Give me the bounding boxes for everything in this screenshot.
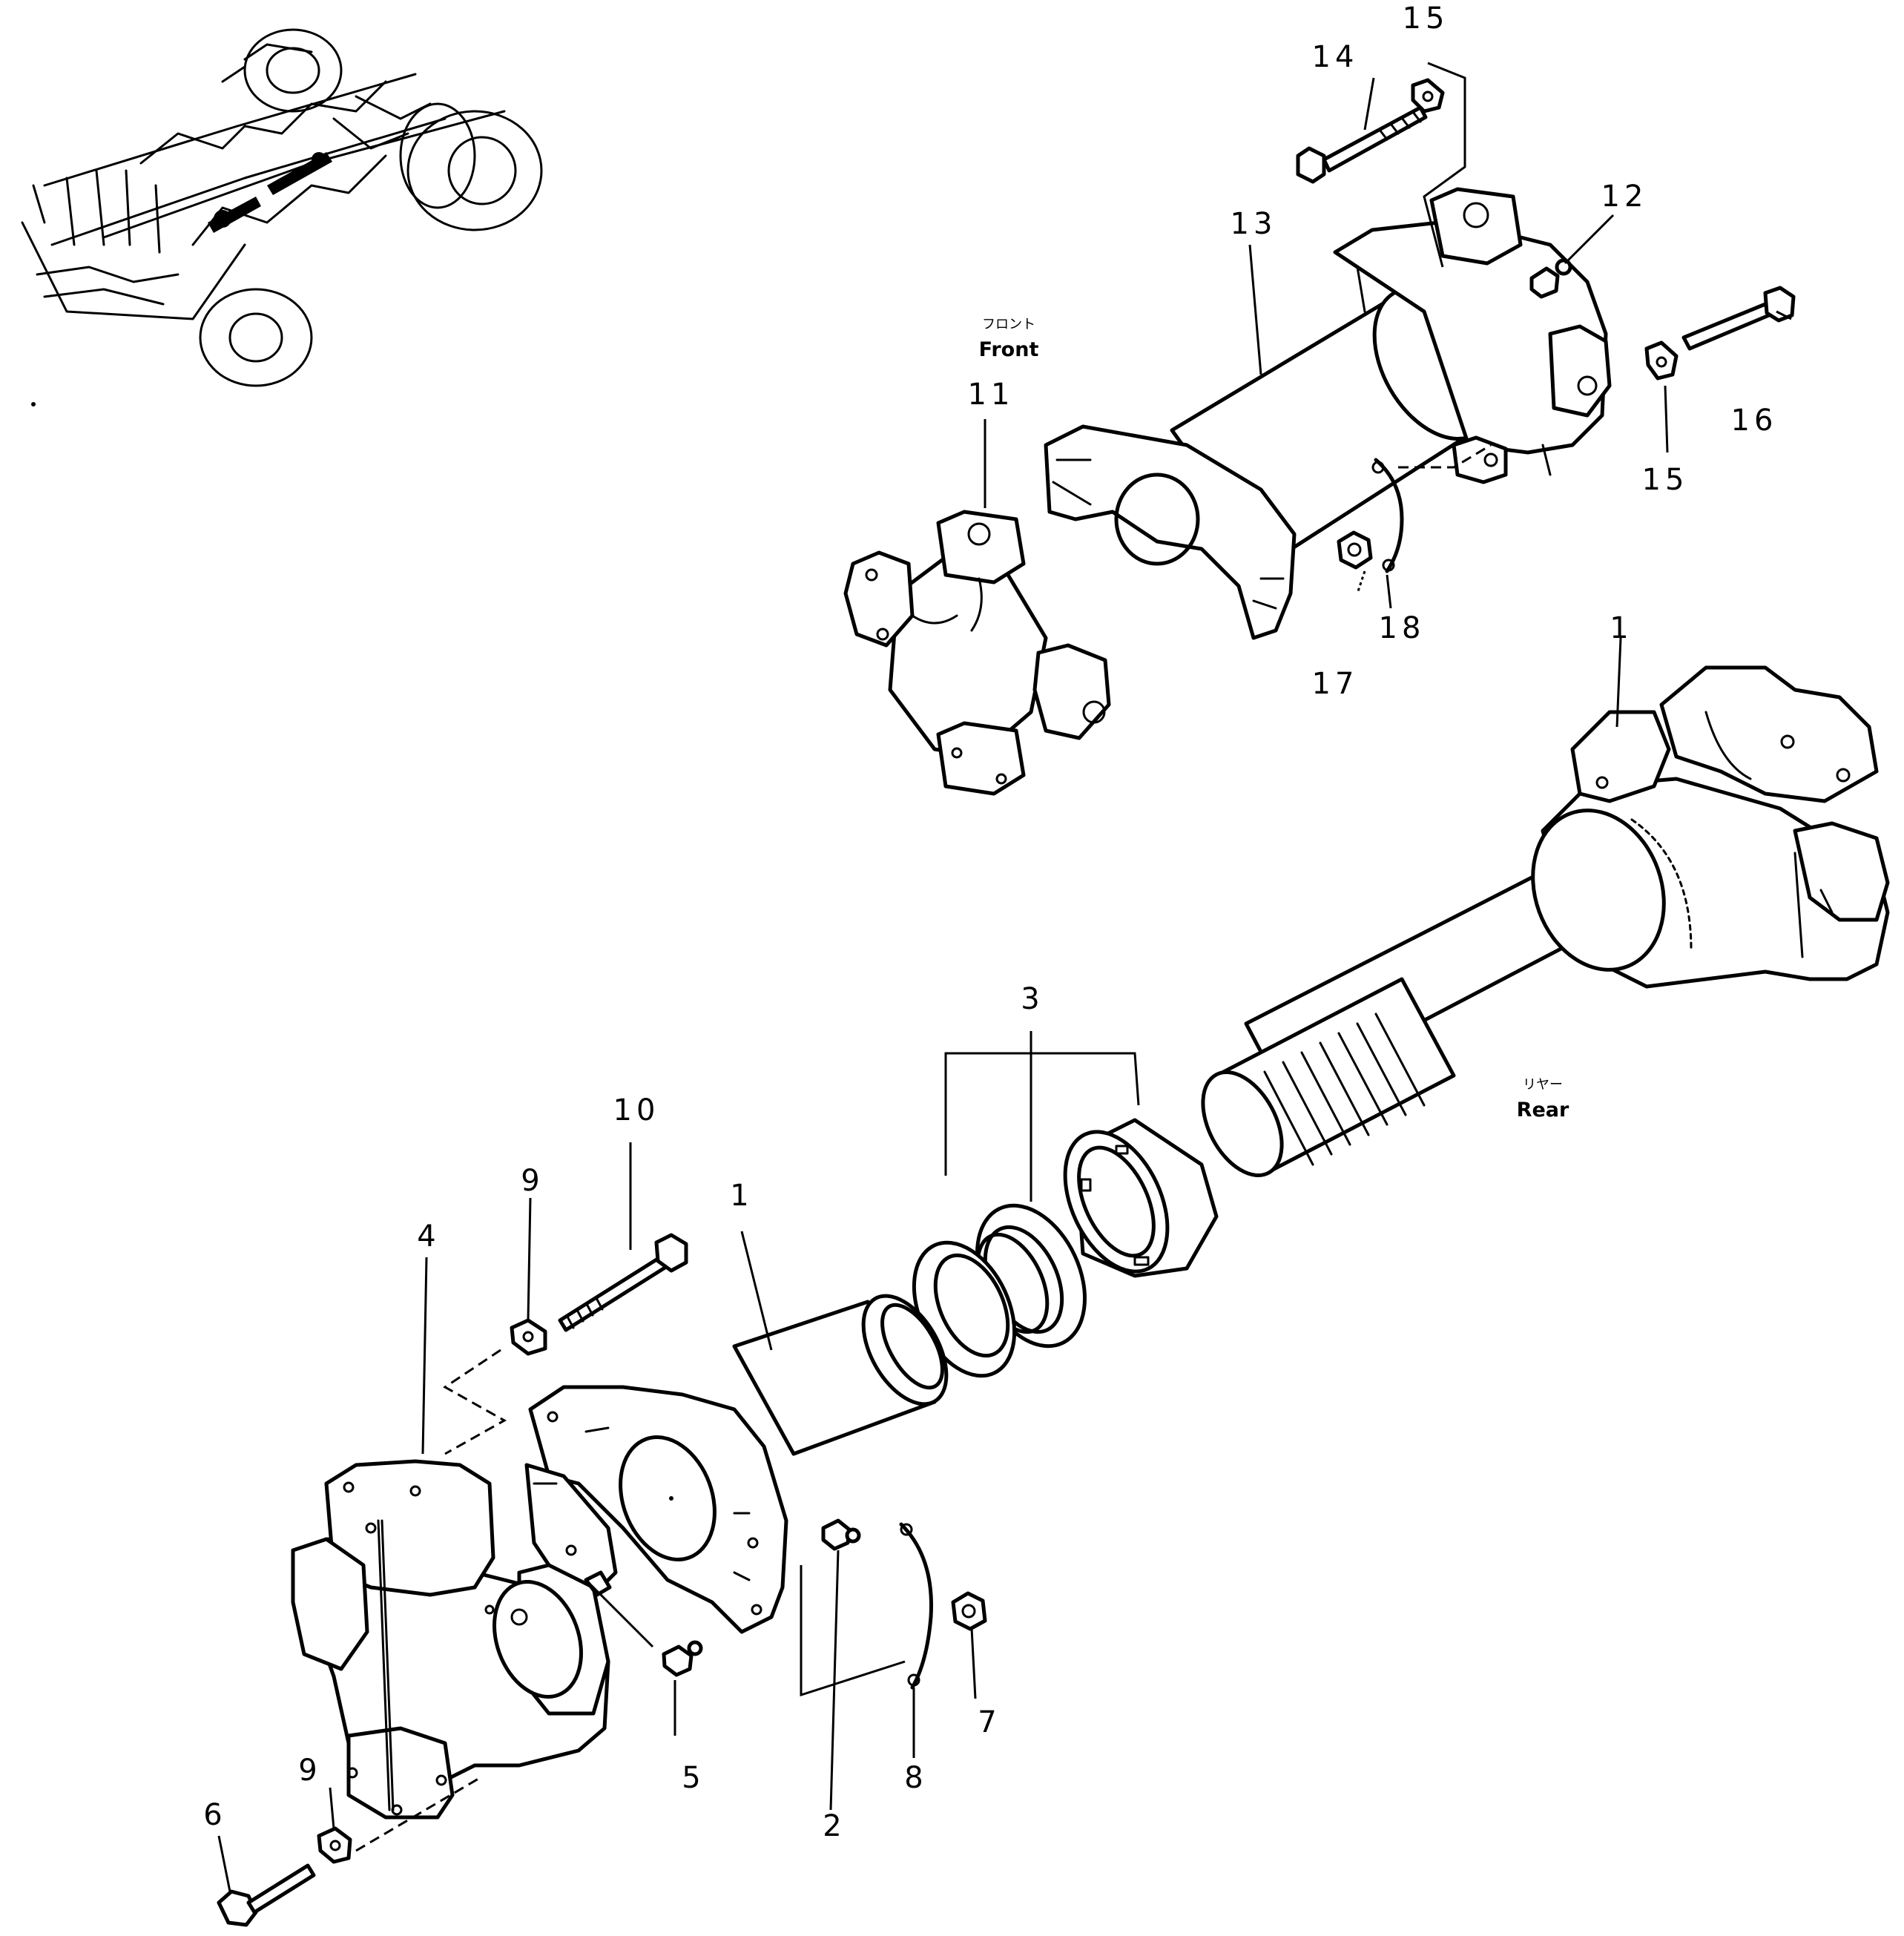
callout-2: 2: [823, 1809, 846, 1843]
callout-13: 13: [1231, 207, 1277, 241]
callout-1-mid: 1: [730, 1179, 753, 1213]
callout-17: 17: [1312, 667, 1359, 701]
part-1-slip-yoke-tube: [524, 1294, 949, 1634]
callout-3: 3: [1021, 982, 1044, 1016]
part-13-tube-yoke: [1044, 187, 1612, 640]
part-1-rear-shaft-yoke: [1201, 665, 1890, 1178]
part-10-bolt: [558, 1233, 688, 1332]
part-11-universal-joint-cross: [843, 510, 1111, 796]
callout-10: 10: [613, 1093, 660, 1127]
callout-8: 8: [904, 1761, 927, 1795]
callout-6: 6: [203, 1798, 226, 1832]
part-17-nut: [1337, 530, 1373, 570]
callout-15-right: 15: [1642, 463, 1689, 497]
part-18-lock-strap: [1371, 458, 1404, 573]
rear-label-en: Rear: [1517, 1099, 1569, 1122]
callout-9-upper: 9: [521, 1164, 544, 1198]
callout-labels: 15 14 12 13 11 16 15 18 17 1 3 10 9 1 4 …: [203, 1, 1778, 1843]
part-2-grease-nipple: [821, 1518, 861, 1551]
part-12-grease-nipple: [1529, 258, 1572, 299]
callout-7: 7: [978, 1705, 1001, 1739]
front-label-en: Front: [979, 338, 1039, 361]
leader-lines: [217, 62, 1792, 1892]
part-14-bolt: [1296, 105, 1428, 184]
part-6-bolt: [217, 1863, 316, 1927]
callout-4: 4: [417, 1219, 440, 1254]
callout-14: 14: [1312, 40, 1359, 74]
part-9-lock-plate-lower: [317, 1826, 352, 1864]
vehicle-locator-illustration: [21, 28, 543, 406]
part-9-lock-plate-upper: [510, 1318, 547, 1356]
callout-11: 11: [968, 378, 1015, 412]
callout-9-lower: 9: [298, 1754, 321, 1788]
rear-label-jp: リヤー: [1523, 1077, 1563, 1093]
callout-18: 18: [1379, 611, 1426, 645]
callout-15-top: 15: [1403, 1, 1449, 36]
callout-12: 12: [1601, 180, 1648, 214]
callout-16: 16: [1731, 404, 1778, 438]
callout-1-top: 1: [1610, 611, 1633, 645]
part-15-lock-plate-top: [1411, 78, 1445, 113]
part-3-bearing-seal-set: [912, 1118, 1219, 1378]
part-15-lock-plate-right: [1644, 340, 1679, 381]
callout-5: 5: [682, 1761, 705, 1795]
part-16-bolt: [1681, 286, 1796, 351]
part-5-grease-nipple: [584, 1570, 703, 1677]
direction-labels: フロント Front リヤー Rear: [979, 317, 1569, 1122]
part-8-lock-strap: [899, 1522, 933, 1690]
part-7-nut: [951, 1591, 987, 1631]
part-4-flange-yoke-cross: [291, 1459, 610, 1820]
front-label-jp: フロント: [982, 317, 1035, 332]
